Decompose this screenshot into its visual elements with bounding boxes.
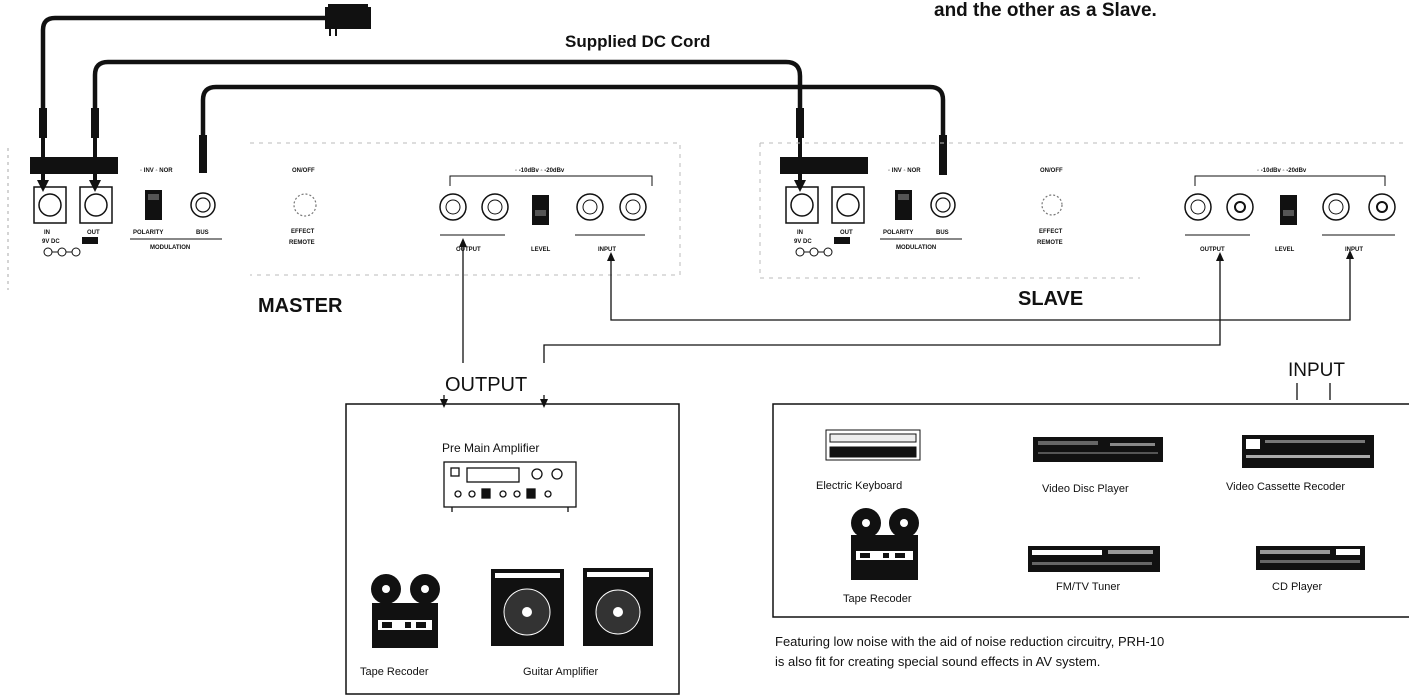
slave-polarity-label: POLARITY [883, 230, 913, 236]
electric-keyboard-icon [825, 429, 921, 461]
slave-level-label: LEVEL [1275, 247, 1295, 253]
master-input-jack-l-icon[interactable] [576, 193, 604, 221]
master-in-label: IN [44, 230, 50, 236]
slave-level-header: ◦ -10dBv ◦ -20dBv [1257, 168, 1307, 174]
input-device-1-label: Video Disc Player [1042, 483, 1129, 495]
slave-out-jack-icon[interactable] [836, 193, 860, 217]
master-output-jack-l-icon[interactable] [439, 193, 467, 221]
slave-unit: IN OUT 9V DC ◦ INV ◦ NOR POLARITY BUS MO… [759, 142, 1405, 310]
wire-arrows [440, 238, 1354, 408]
master-mod-header: ◦ INV ◦ NOR [140, 168, 173, 174]
input-device-3-label: Tape Recoder [843, 593, 912, 605]
slave-modulation-label: MODULATION [896, 245, 936, 251]
footer-line-2: is also fit for creating special sound e… [775, 654, 1100, 669]
cord-plugs [37, 108, 947, 192]
slave-in-label: IN [797, 230, 803, 236]
input-device-0-label: Electric Keyboard [816, 480, 902, 492]
output-routing-label: OUTPUT [445, 374, 527, 396]
master-effect-label: EFFECT [291, 229, 315, 235]
master-bus-jack-icon[interactable] [190, 192, 216, 218]
master-dc-label: 9V DC [42, 239, 60, 245]
slave-effect-label: EFFECT [1039, 229, 1063, 235]
polarity-symbol-icon [43, 247, 81, 257]
video-cassette-recoder-icon [1242, 435, 1374, 468]
slave-onoff-header: ON/OFF [1040, 168, 1063, 174]
master-effect-jack-icon[interactable] [293, 193, 317, 217]
slave-input-jack-l-icon[interactable] [1322, 193, 1350, 221]
slave-bus-jack-icon[interactable] [930, 192, 956, 218]
dc-adapter-plug-icon [325, 4, 371, 36]
pre-main-amplifier-icon [443, 461, 577, 512]
master-level-label: LEVEL [531, 247, 551, 253]
cord-label: Supplied DC Cord [565, 32, 710, 51]
top-note: and the other as a Slave. [934, 0, 1157, 21]
master-polarity-label: POLARITY [133, 230, 163, 236]
pre-main-amplifier-title: Pre Main Amplifier [442, 441, 539, 455]
slave-output-jack-r-icon[interactable] [1226, 193, 1254, 221]
slave-in-jack-icon[interactable] [790, 193, 814, 217]
signal-wires [462, 240, 1351, 400]
footer-line-1: Featuring low noise with the aid of nois… [775, 634, 1164, 649]
master-level-header: ◦ -10dBv ◦ -20dBv [515, 168, 565, 174]
slave-input-label: INPUT [1345, 247, 1363, 253]
input-routing-label: INPUT [1288, 360, 1345, 381]
slave-remote-label: REMOTE [1037, 240, 1063, 246]
slave-effect-jack-icon[interactable] [1041, 194, 1063, 216]
master-remote-label: REMOTE [289, 240, 315, 246]
slave-output-label: OUTPUT [1200, 247, 1225, 253]
slave-bus-label: BUS [936, 230, 949, 236]
input-device-4-label: FM/TV Tuner [1056, 581, 1121, 593]
video-disc-player-icon [1033, 437, 1163, 462]
master-output-label: OUTPUT [456, 247, 481, 253]
slave-output-jack-l-icon[interactable] [1184, 193, 1212, 221]
slave-mod-header: ◦ INV ◦ NOR [888, 168, 921, 174]
master-title: MASTER [258, 295, 343, 317]
slave-out-label: OUT [840, 230, 853, 236]
master-in-jack-icon[interactable] [38, 193, 62, 217]
master-input-label: INPUT [598, 247, 616, 253]
master-unit: IN OUT 9V DC ◦ INV ◦ NOR POLARITY BUS MO… [7, 142, 681, 317]
tape-recoder-input-icon [851, 508, 919, 580]
cd-player-icon [1256, 546, 1365, 570]
input-device-5-label: CD Player [1272, 581, 1322, 593]
master-out-jack-icon[interactable] [84, 193, 108, 217]
input-devices-panel: Electric Keyboard Video Disc Player Vide… [772, 403, 1409, 618]
fm-tv-tuner-icon [1028, 546, 1160, 572]
dc-cords [40, 15, 946, 143]
master-input-jack-r-icon[interactable] [619, 193, 647, 221]
slave-polarity-symbol-icon [795, 247, 833, 257]
guitar-amplifier-icon-1 [491, 569, 564, 646]
tape-recorder-output-icon [371, 574, 440, 648]
output-devices-panel: Pre Main Amplifier Tape Recoder [345, 403, 680, 695]
guitar-amplifier-label: Guitar Amplifier [523, 666, 599, 678]
guitar-amplifier-icon-2 [583, 568, 653, 646]
tape-recorder-output-label: Tape Recoder [360, 666, 429, 678]
master-out-label: OUT [87, 230, 100, 236]
master-bus-label: BUS [196, 230, 209, 236]
input-device-2-label: Video Cassette Recoder [1226, 481, 1345, 493]
master-onoff-header: ON/OFF [292, 168, 315, 174]
slave-title: SLAVE [1018, 288, 1083, 310]
master-power-bar [30, 157, 118, 174]
slave-power-bar [780, 157, 868, 174]
slave-dc-label: 9V DC [794, 239, 812, 245]
master-modulation-label: MODULATION [150, 245, 190, 251]
master-output-jack-r-icon[interactable] [481, 193, 509, 221]
slave-input-jack-r-icon[interactable] [1368, 193, 1396, 221]
